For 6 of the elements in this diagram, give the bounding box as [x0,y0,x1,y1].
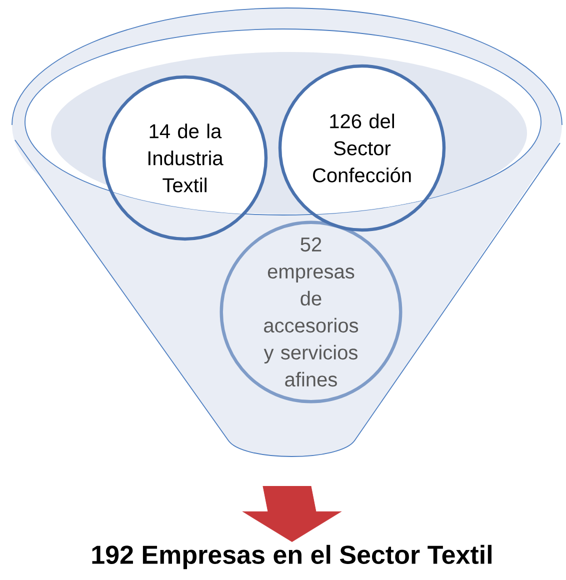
block-arrow [242,486,342,542]
funnel-drawing [12,8,562,457]
circle-label: 52 empresas de accesorios y servicios afines [220,220,402,404]
result-text: 192 Empresas en el Sector Textil [92,544,492,570]
circle-label: 126 del Sector Confección [278,64,446,232]
circle-label: 14 de la Industria Textil [102,75,268,241]
